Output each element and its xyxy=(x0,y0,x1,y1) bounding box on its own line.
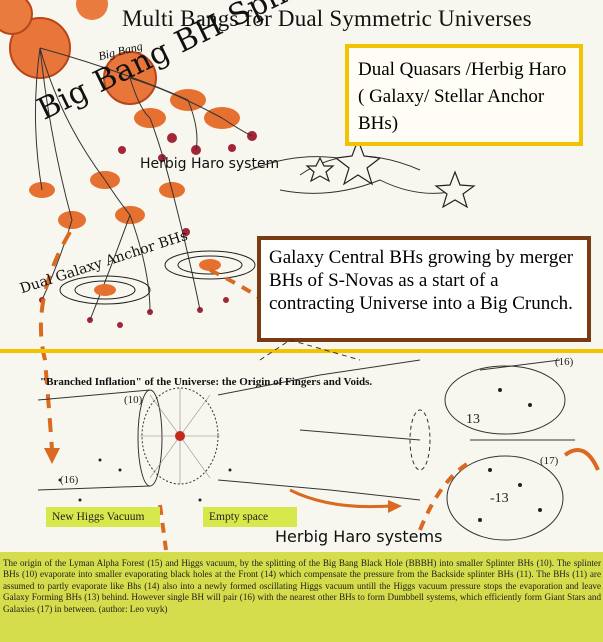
label-10: (10) xyxy=(124,394,143,406)
empty-space-tag: Empty space xyxy=(203,507,297,527)
quasar-callout-text: Dual Quasars /Herbig Haro ( Galaxy/ Stel… xyxy=(358,59,567,134)
section-divider xyxy=(0,349,603,353)
caption-panel: The origin of the Lyman Alpha Forest (15… xyxy=(0,552,603,642)
small-bh-dots xyxy=(39,131,257,328)
galaxy-ellipses xyxy=(59,250,256,305)
diagram-title: Multi Bangs for Dual Symmetric Universes xyxy=(122,6,532,31)
inflation-drawing xyxy=(37,339,600,551)
orange-dashed-arrow xyxy=(38,230,72,451)
anchor-bh xyxy=(199,259,221,271)
inflation-bh xyxy=(175,431,185,441)
orange-dashed-arrow xyxy=(418,460,472,531)
new-higgs-vacuum-tag: New Higgs Vacuum xyxy=(46,507,160,527)
label-neg-13: -13 xyxy=(490,491,509,506)
big-bang-blob xyxy=(76,0,108,20)
orange-arrow xyxy=(563,448,600,471)
label-16: (16) xyxy=(555,356,574,368)
orange-arrow xyxy=(289,488,391,509)
big-crunch-callout-text: Galaxy Central BHs growing by merger BHs… xyxy=(269,247,574,314)
orange-arrowhead xyxy=(44,448,60,464)
herbig-haro-systems-label: Herbig Haro systems xyxy=(275,527,443,546)
inflation-heading: "Branched Inflation" of the Universe: th… xyxy=(40,376,373,388)
caption-text: The origin of the Lyman Alpha Forest (15… xyxy=(3,558,601,614)
orange-arrowhead xyxy=(388,500,402,513)
quasar-callout: Dual Quasars /Herbig Haro ( Galaxy/ Stel… xyxy=(345,44,583,146)
big-crunch-callout: Galaxy Central BHs growing by merger BHs… xyxy=(257,236,591,342)
anchor-bh xyxy=(94,284,116,296)
herbig-haro-system-label: Herbig Haro system xyxy=(140,156,280,172)
label-13: 13 xyxy=(466,412,480,427)
label-16-left: (16) xyxy=(60,474,79,486)
big-bang-blob xyxy=(0,0,33,35)
label-17: (17) xyxy=(540,455,559,467)
herbig-haro-stars xyxy=(305,138,476,209)
orange-dashed-arrow xyxy=(158,504,168,551)
